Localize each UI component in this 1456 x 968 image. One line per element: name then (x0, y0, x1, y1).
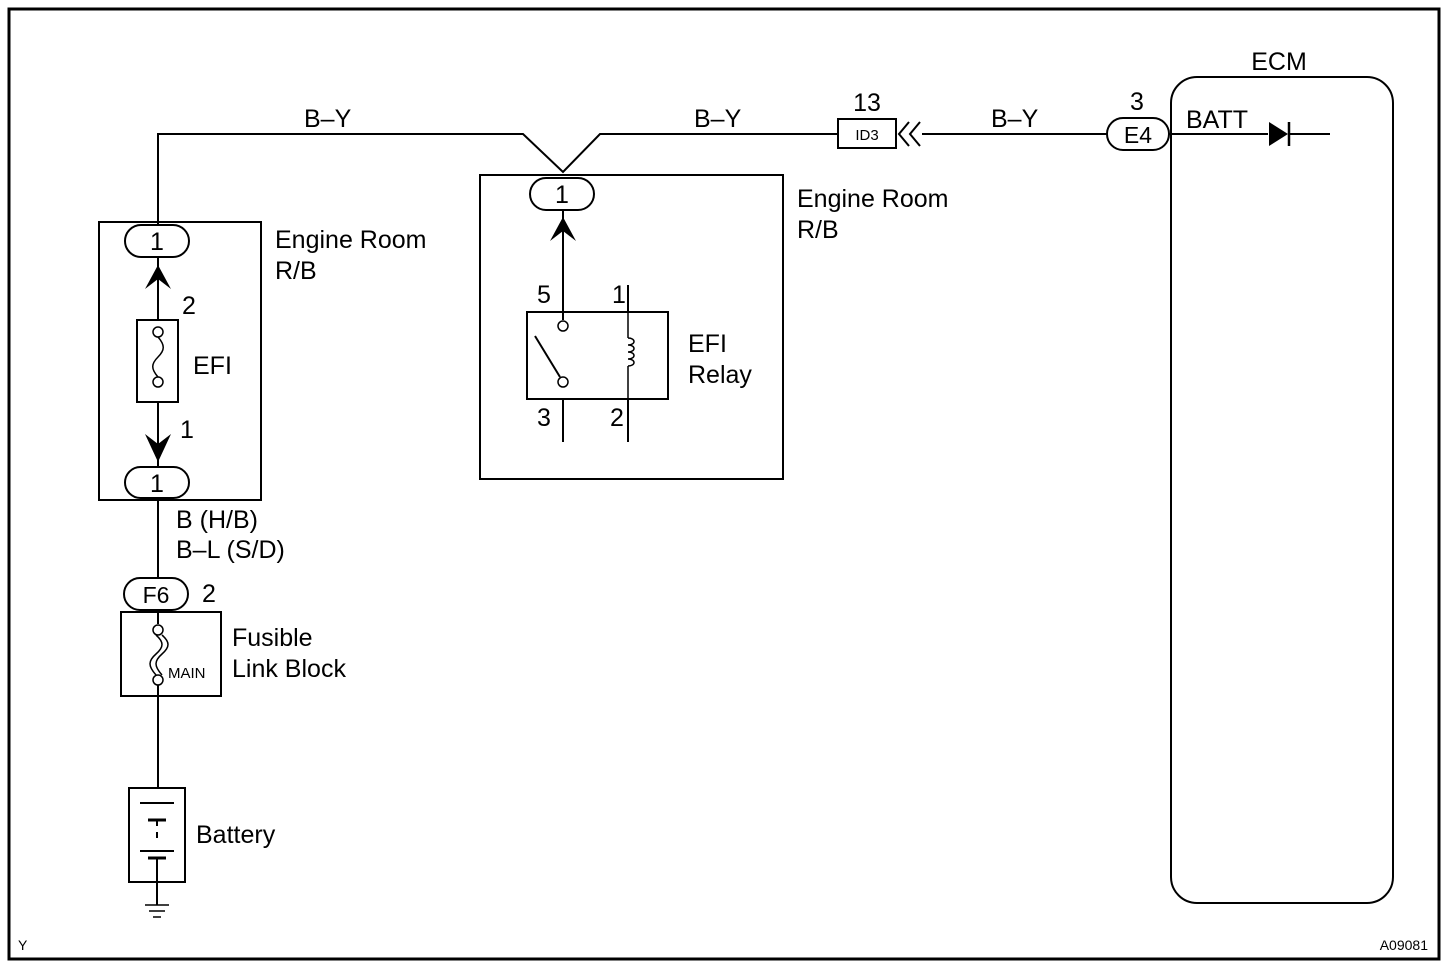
corner-label-y: Y (18, 937, 28, 953)
diode-icon (1269, 122, 1288, 146)
main-fuse-label: MAIN (168, 665, 206, 682)
efi-relay-label-1: EFI (688, 330, 727, 358)
batt-terminal-label: BATT (1186, 106, 1248, 134)
id3-box (837, 118, 897, 149)
rb-label-relay: R/B (797, 216, 839, 244)
id3-plug-icon (897, 121, 921, 147)
fuse-terminal-bottom (152, 376, 164, 388)
relay-arrow-up-icon (550, 217, 576, 241)
relay-pin-5: 5 (537, 281, 551, 309)
ecm: ECM 3 E4 BATT (1106, 48, 1394, 904)
link-block-label: Link Block (232, 655, 346, 683)
battery (128, 787, 186, 883)
fusible-link-box (120, 611, 222, 697)
battery-label: Battery (196, 821, 276, 849)
wire-label-relay-b-y: B–Y (694, 105, 742, 133)
b-y-wire (157, 133, 1268, 226)
fusible-link-block: F6 2 MAIN (120, 577, 222, 697)
relay-contact-bottom (557, 376, 569, 388)
efi-fuse-pin-1: 1 (180, 416, 194, 444)
id3-label: ID3 (855, 127, 878, 144)
relay-connector-1-label: 1 (555, 181, 569, 209)
connector-f6 (123, 577, 189, 611)
diagram-frame (7, 7, 1441, 961)
fusible-label: Fusible (232, 624, 313, 652)
efi-relay-label-2: Relay (688, 361, 752, 389)
link-terminal-top (152, 624, 164, 636)
engine-room-rb-left: 1 2 EFI 1 1 (98, 221, 262, 501)
connector-e4-label: E4 (1124, 122, 1152, 148)
junction-connector-id3: 13 ID3 (837, 89, 921, 149)
fuse-terminal-top (152, 326, 164, 338)
ecm-title: ECM (1251, 48, 1307, 76)
id3-pin: 13 (853, 89, 881, 117)
ecm-pin-3: 3 (1130, 88, 1144, 116)
ecm-box (1170, 76, 1394, 904)
wire-label-b-hb: B (H/B) (176, 506, 258, 534)
connector-f6-pin: 2 (202, 580, 216, 608)
relay-pin-1: 1 (612, 281, 626, 309)
relay-pin-3: 3 (537, 404, 551, 432)
connector-e4 (1106, 117, 1170, 151)
engine-room-label-relay: Engine Room (797, 185, 948, 213)
engine-room-rb-relay: 1 5 1 3 2 (479, 174, 784, 480)
relay-switch-icon (534, 335, 561, 378)
link-terminal-bottom (152, 674, 164, 686)
wire-label-b-l-sd: B–L (S/D) (176, 536, 285, 564)
efi-relay-box (526, 311, 669, 400)
fusible-link-element-icon (149, 634, 169, 676)
engine-room-rb-left-box (98, 221, 262, 501)
arrow-up-icon (145, 265, 171, 289)
wire-label-left-b-y: B–Y (304, 105, 352, 133)
relay-pin-2: 2 (610, 404, 624, 432)
fuse-element-icon (152, 336, 164, 378)
efi-fuse-pin-2: 2 (182, 292, 196, 320)
connector-f6-label: F6 (143, 582, 170, 608)
wire-label-ecm-b-y: B–Y (991, 105, 1039, 133)
ground-icon (145, 882, 169, 918)
figure-code: A09081 (1380, 937, 1428, 953)
engine-room-rb-relay-box (479, 174, 784, 480)
rb-label-left: R/B (275, 257, 317, 285)
efi-fuse-label: EFI (193, 352, 232, 380)
relay-coil-icon (627, 337, 635, 367)
relay-contact-top (557, 320, 569, 332)
connector-1-bottom-label: 1 (150, 470, 164, 498)
engine-room-label-left: Engine Room (275, 226, 426, 254)
arrow-down-icon (145, 434, 171, 462)
connector-1-top-label: 1 (150, 228, 164, 256)
